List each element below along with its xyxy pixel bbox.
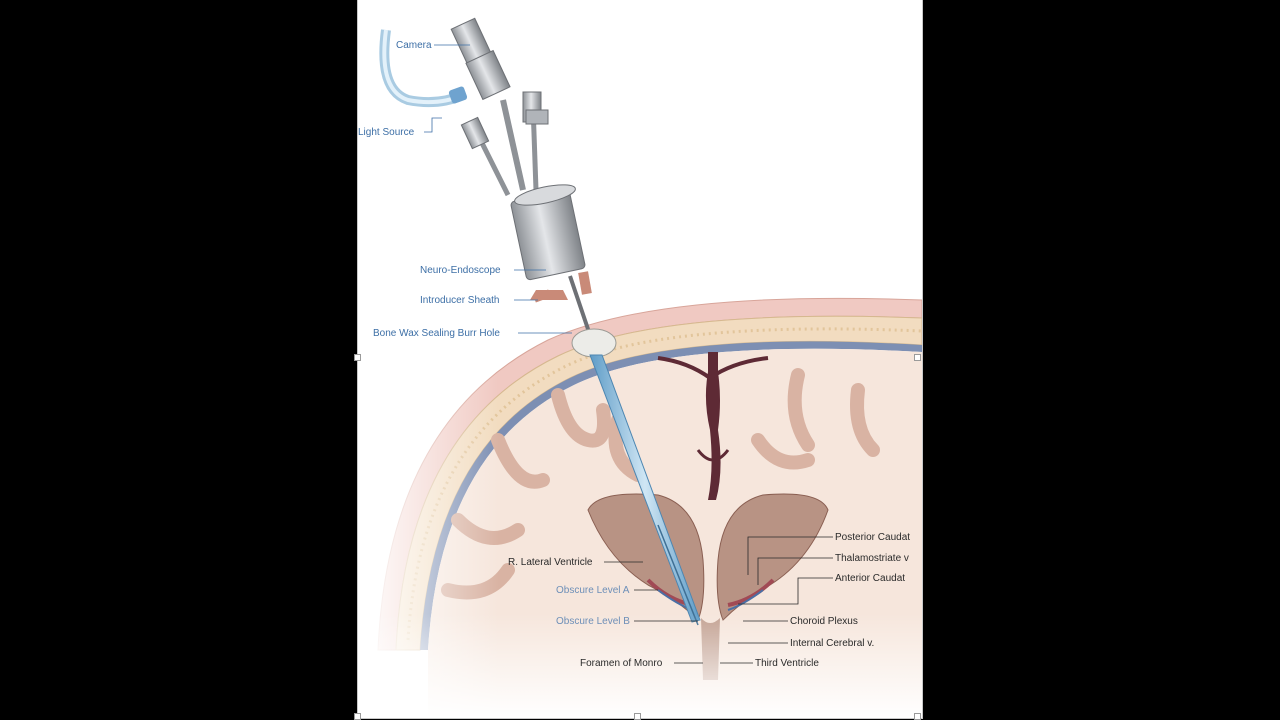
label-r-lateral-ventricle: R. Lateral Ventricle xyxy=(508,557,593,568)
resize-handle-bottom-right[interactable] xyxy=(914,713,921,720)
endoscopy-diagram: Camera Light Source Neuro-Endoscope Intr… xyxy=(358,17,922,718)
label-choroid-plexus: Choroid Plexus xyxy=(790,616,858,627)
label-light-source: Light Source xyxy=(358,127,415,138)
label-obscured-level-b: Obscure Level B xyxy=(556,616,630,627)
document-page: Camera Light Source Neuro-Endoscope Intr… xyxy=(357,0,923,719)
label-anterior-caudate: Anterior Caudat xyxy=(835,573,905,584)
anatomy-leader-lines xyxy=(604,536,833,664)
light-source-cable xyxy=(379,29,468,108)
label-bone-wax: Bone Wax Sealing Burr Hole xyxy=(373,328,500,339)
resize-handle-right[interactable] xyxy=(914,354,921,361)
label-obscured-level-a: Obscure Level A xyxy=(556,585,630,596)
endoscope-ports xyxy=(460,91,549,197)
endoscope-camera xyxy=(450,17,511,101)
resize-handle-left[interactable] xyxy=(354,354,361,361)
resize-handle-bottom-left[interactable] xyxy=(354,713,361,720)
label-neuro-endoscope: Neuro-Endoscope xyxy=(420,265,501,276)
label-introducer-sheath: Introducer Sheath xyxy=(420,295,500,306)
neuro-endoscope-body xyxy=(510,184,586,281)
label-third-ventricle: Third Ventricle xyxy=(755,658,819,669)
label-foramen-of-monro: Foramen of Monro xyxy=(580,658,663,669)
label-internal-cerebral: Internal Cerebral v. xyxy=(790,638,874,649)
resize-handle-bottom[interactable] xyxy=(634,713,641,720)
label-camera: Camera xyxy=(396,40,432,51)
label-posterior-caudate: Posterior Caudat xyxy=(835,532,910,543)
label-thalamostriate: Thalamostriate v xyxy=(835,553,909,564)
fade-overlay-bottom xyxy=(358,300,922,718)
instrument-leader-lines xyxy=(424,44,572,334)
